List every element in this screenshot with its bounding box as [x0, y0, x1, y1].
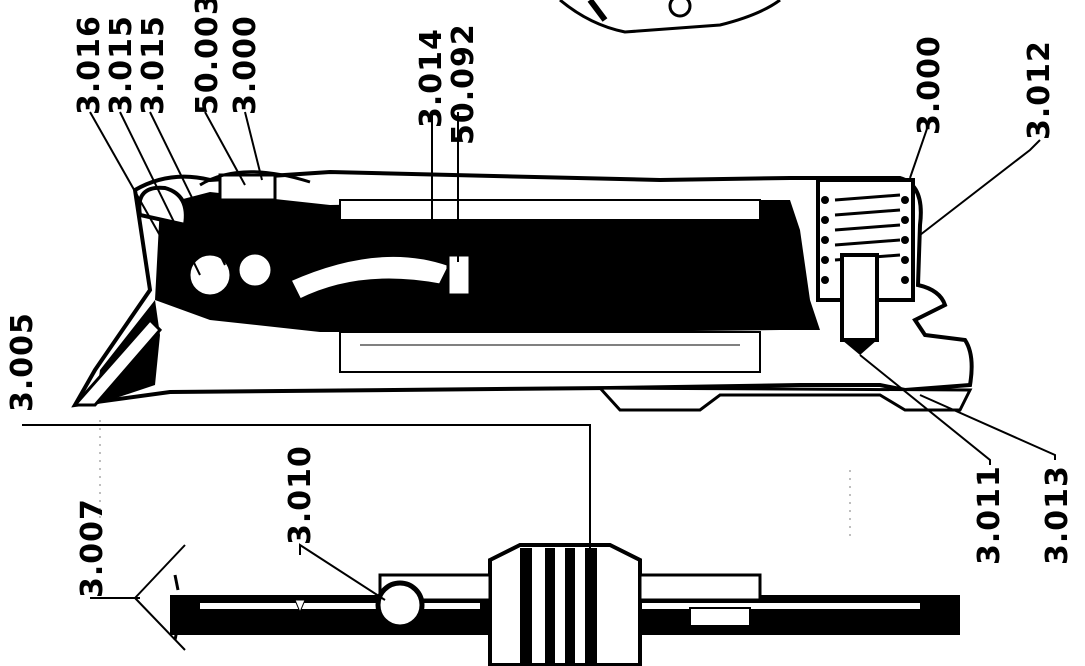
label-3-010: 3.010: [283, 445, 318, 545]
leader-lines: [22, 111, 1056, 651]
label-3-014: 3.014: [414, 28, 449, 128]
label-3-000-right: 3.000: [912, 35, 947, 135]
label-3-005: 3.005: [5, 312, 40, 412]
top-partial-part: [559, 0, 781, 34]
label-3-015-b: 3.015: [136, 15, 171, 115]
label-50-003: 50.003: [190, 0, 225, 115]
label-3-016: 3.016: [72, 15, 107, 115]
bottom-shaft-assembly: [170, 543, 960, 666]
scan-dots: [99, 420, 851, 540]
label-3-007: 3.007: [75, 498, 110, 598]
label-3-013: 3.013: [1040, 465, 1075, 565]
label-50-092: 50.092: [446, 23, 481, 145]
main-housing-section: [71, 169, 974, 412]
label-3-012: 3.012: [1022, 40, 1057, 140]
label-3-015-a: 3.015: [104, 15, 139, 115]
label-3-011: 3.011: [972, 465, 1007, 565]
label-3-000-top: 3.000: [228, 15, 263, 115]
